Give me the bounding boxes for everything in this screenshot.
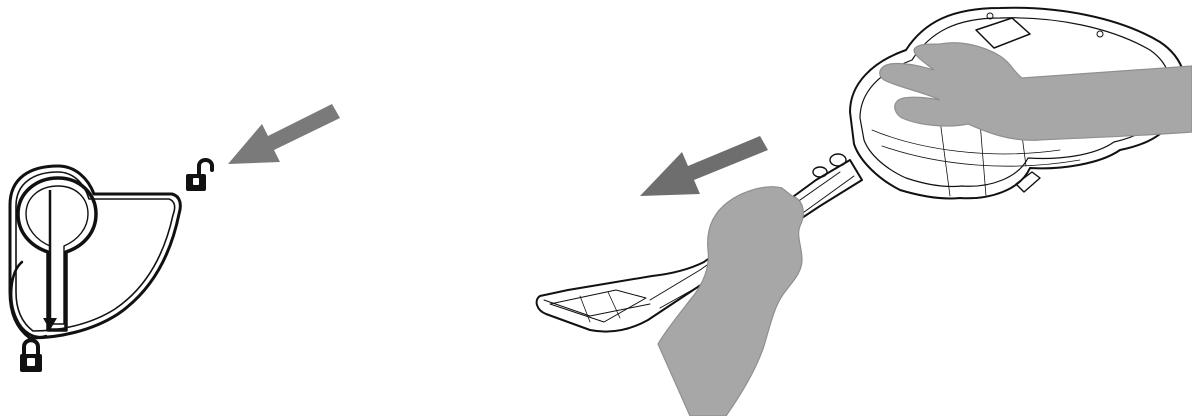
unlocked-padlock-icon — [186, 160, 212, 191]
hand-gripping-neck — [658, 187, 803, 416]
latch-lock-drawing — [0, 0, 380, 416]
slide-direction-arrow-icon — [640, 136, 768, 196]
slide-direction-arrow-icon — [228, 104, 340, 164]
locked-padlock-icon — [20, 340, 42, 372]
hand-holding-body — [880, 43, 1192, 141]
guitar-neck-detach — [520, 0, 1192, 416]
latch-housing-inner-outline — [16, 172, 175, 331]
latch-lock-detail — [0, 0, 380, 416]
latch-housing-outline — [10, 166, 180, 338]
keyhole-slot-inner — [26, 186, 88, 324]
guitar-drawing — [520, 0, 1192, 416]
